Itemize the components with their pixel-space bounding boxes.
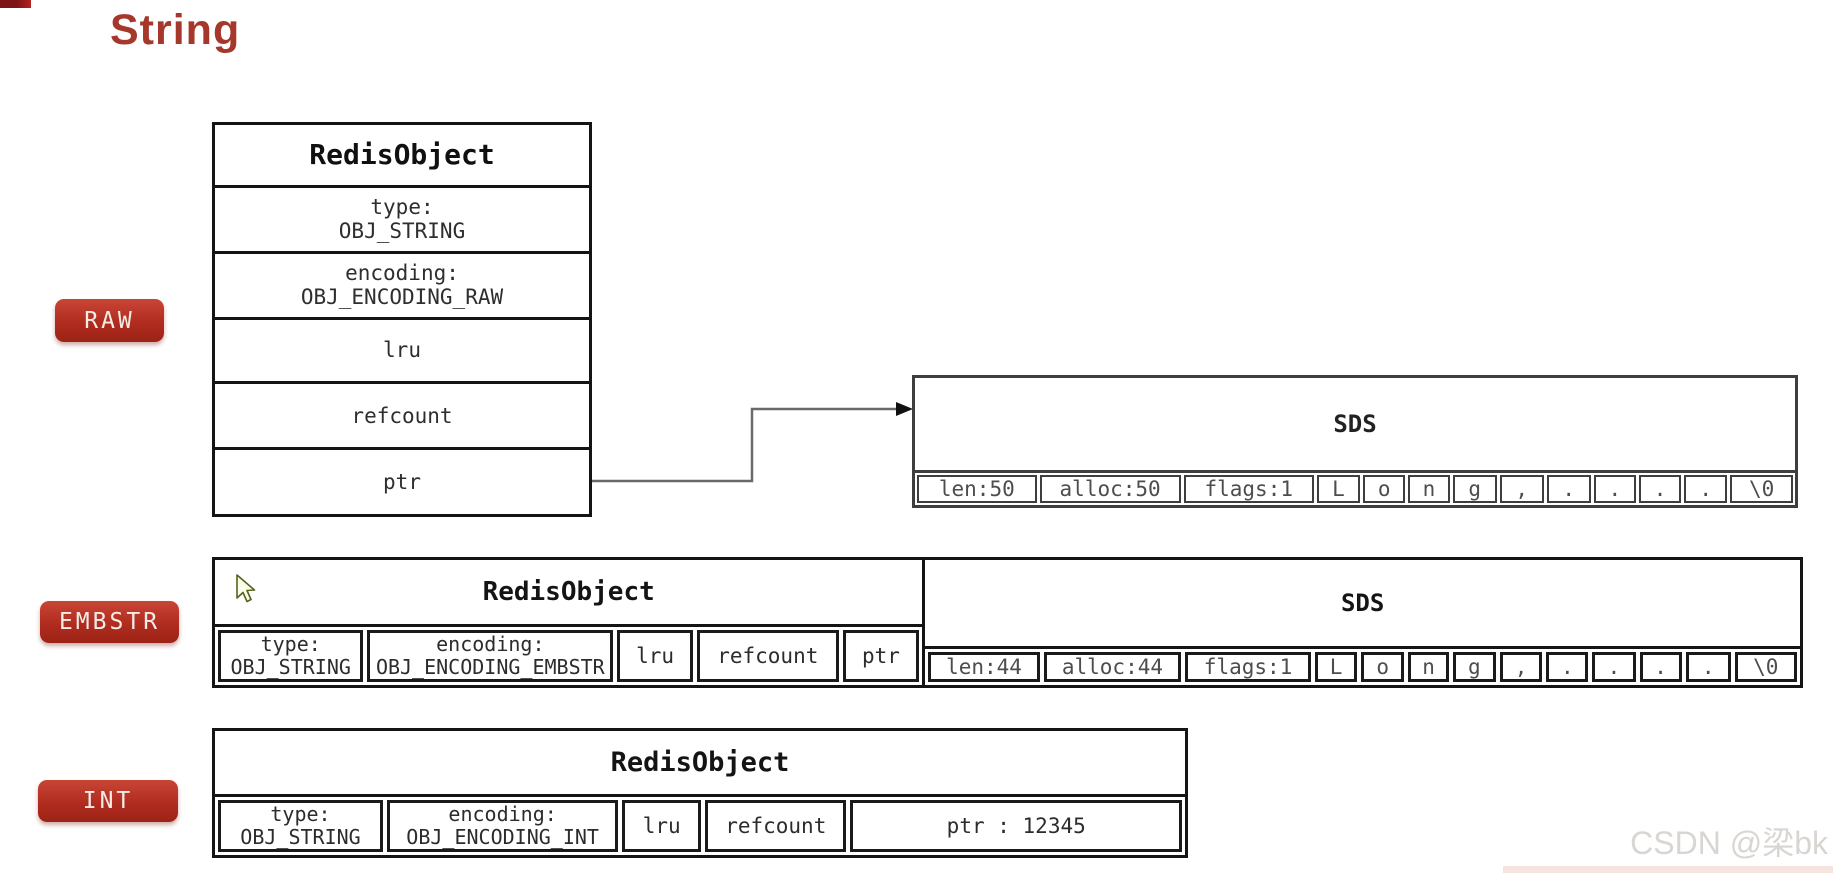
mouse-cursor-icon xyxy=(236,574,256,603)
cell-alloc: alloc:44 xyxy=(1043,651,1182,682)
cell-char: , xyxy=(1499,474,1544,503)
sds-title: SDS xyxy=(915,378,1795,473)
cell-char: . xyxy=(1546,474,1591,503)
field-lru: lru xyxy=(617,630,693,682)
cell-len: len:50 xyxy=(917,474,1037,503)
csdn-watermark: CSDN @梁bk xyxy=(1630,825,1828,861)
field-encoding-label: encoding: xyxy=(448,802,557,826)
raw-sds-box: SDS len:50 alloc:50 flags:1 L o n g , . … xyxy=(912,375,1798,508)
field-ptr: ptr xyxy=(842,630,920,682)
field-refcount: refcount xyxy=(215,381,589,447)
field-type-label: type: xyxy=(260,632,321,656)
field-encoding-label: encoding: xyxy=(436,632,545,656)
int-redisobject-box: RedisObject type: OBJ_STRING encoding: O… xyxy=(212,728,1188,858)
cell-char: . xyxy=(1593,474,1636,503)
embstr-combined-box: RedisObject type: OBJ_STRING encoding: O… xyxy=(212,557,1803,688)
field-encoding: encoding: OBJ_ENCODING_INT xyxy=(387,800,619,852)
cell-char: . xyxy=(1685,651,1731,682)
field-type: type: OBJ_STRING xyxy=(218,630,364,682)
cell-len: len:44 xyxy=(928,651,1040,682)
field-type-value: OBJ_STRING xyxy=(230,655,351,679)
bottom-edge-strip xyxy=(1503,866,1833,873)
cell-char: o xyxy=(1363,474,1406,503)
cell-char: . xyxy=(1638,474,1682,503)
badge-int: INT xyxy=(38,780,178,822)
sds-title: SDS xyxy=(925,560,1800,649)
field-encoding-label: encoding: xyxy=(345,261,459,286)
field-lru: lru xyxy=(622,800,702,852)
cell-alloc: alloc:50 xyxy=(1039,474,1181,503)
cell-char: L xyxy=(1314,651,1358,682)
cell-char: , xyxy=(1499,651,1543,682)
badge-raw: RAW xyxy=(55,299,164,342)
cell-char: . xyxy=(1684,474,1728,503)
field-type: type: OBJ_STRING xyxy=(218,800,383,852)
cell-char: . xyxy=(1592,651,1636,682)
field-ptr-value: ptr : 12345 xyxy=(850,800,1182,852)
ptr-to-sds-arrow xyxy=(592,402,913,483)
cell-flags: flags:1 xyxy=(1183,474,1314,503)
field-encoding: encoding: OBJ_ENCODING_RAW xyxy=(215,251,589,317)
cell-char: o xyxy=(1361,651,1405,682)
cell-char: g xyxy=(1452,474,1497,503)
cell-char: n xyxy=(1408,474,1450,503)
redisobject-title: RedisObject xyxy=(309,137,495,171)
cell-char: n xyxy=(1408,651,1449,682)
int-object-cells: type: OBJ_STRING encoding: OBJ_ENCODING_… xyxy=(215,797,1185,855)
field-encoding-value: OBJ_ENCODING_INT xyxy=(406,825,599,849)
cell-char: g xyxy=(1452,651,1496,682)
cell-char: . xyxy=(1546,651,1589,682)
badge-embstr: EMBSTR xyxy=(40,601,179,643)
cell-null-terminator: \0 xyxy=(1730,474,1794,503)
field-type-value: OBJ_STRING xyxy=(240,825,361,849)
embstr-object-cells: type: OBJ_STRING encoding: OBJ_ENCODING_… xyxy=(215,627,922,685)
raw-redisobject-box: RedisObject type: OBJ_STRING encoding: O… xyxy=(212,122,592,517)
cell-null-terminator: \0 xyxy=(1734,651,1798,682)
redisobject-title: RedisObject xyxy=(215,560,923,627)
embstr-sds-cells: len:44 alloc:44 flags:1 L o n g , . . . … xyxy=(925,649,1800,685)
field-ptr: ptr xyxy=(215,447,589,513)
field-type-label: type: xyxy=(270,802,331,826)
embstr-sds-part: SDS len:44 alloc:44 flags:1 L o n g , . … xyxy=(922,560,1800,685)
field-type-value: OBJ_STRING xyxy=(338,219,466,244)
field-encoding-value: OBJ_ENCODING_EMBSTR xyxy=(375,655,605,679)
redisobject-title: RedisObject xyxy=(215,731,1185,797)
field-refcount: refcount xyxy=(705,800,847,852)
field-type-label: type: xyxy=(370,195,434,220)
field-encoding-value: OBJ_ENCODING_RAW xyxy=(300,285,504,310)
field-refcount: refcount xyxy=(696,630,839,682)
page-title: String xyxy=(110,6,241,54)
embstr-redisobject-part: RedisObject type: OBJ_STRING encoding: O… xyxy=(215,560,923,685)
corner-red-mark xyxy=(0,0,31,8)
field-encoding: encoding: OBJ_ENCODING_EMBSTR xyxy=(367,630,614,682)
cell-char: L xyxy=(1316,474,1361,503)
field-lru: lru xyxy=(215,316,589,382)
raw-sds-cells: len:50 alloc:50 flags:1 L o n g , . . . … xyxy=(915,473,1795,505)
field-type: type: OBJ_STRING xyxy=(215,184,589,251)
cell-char: . xyxy=(1639,651,1682,682)
cell-flags: flags:1 xyxy=(1185,651,1311,682)
